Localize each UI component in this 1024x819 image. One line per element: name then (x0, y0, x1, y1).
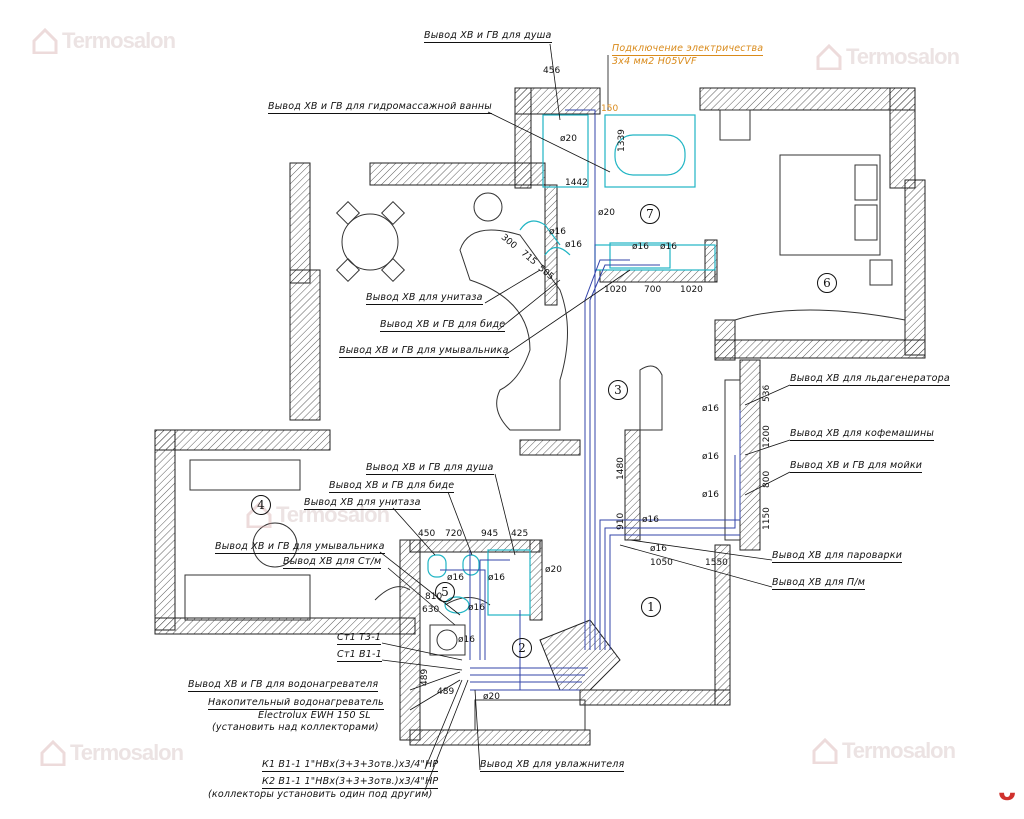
dimension-1550: 1550 (705, 558, 728, 568)
pipe-diameter: ø16 (565, 240, 582, 250)
pipe-diameter: ø20 (483, 692, 500, 702)
pipe-diameter: ø16 (488, 573, 505, 583)
label-water-heater-model: Electrolux EWH 150 SL (258, 710, 371, 721)
dimension-1020-left: 1020 (604, 285, 627, 295)
watermark-text: Termosalon (276, 502, 390, 527)
label-heater-outlet: Вывод ХВ и ГВ для водонагревателя (188, 679, 379, 692)
dimension-425: 425 (511, 529, 529, 539)
watermark-text: Termosalon (846, 44, 960, 69)
dimension-450: 450 (418, 529, 436, 539)
pipes (440, 109, 741, 691)
pipe-diameter: ø16 (458, 635, 475, 645)
label-riser-t3: Ст1 Т3-1 (337, 632, 382, 645)
label-riser-b1: Ст1 В1-1 (337, 649, 382, 662)
label-shower-outlet-low: Вывод ХВ и ГВ для душа (366, 462, 494, 475)
dimension-945: 945 (481, 529, 499, 539)
dimension-630: 630 (422, 605, 440, 615)
dimension-700: 700 (644, 285, 662, 295)
room-number-4: 4 (251, 495, 271, 515)
room-number-7: 7 (640, 204, 660, 224)
dimension-1200: 1200 (762, 425, 772, 448)
label-washer-outlet: Вывод ХВ для Ст/м (283, 556, 382, 569)
label-sink-outlet-low: Вывод ХВ и ГВ для умывальника (215, 541, 385, 554)
house-logo-icon (40, 739, 66, 767)
label-water-heater: Накопительный водонагреватель (208, 697, 384, 710)
dimension-1480: 1480 (616, 457, 626, 480)
walls (154, 87, 926, 746)
dimension-1020-right: 1020 (680, 285, 703, 295)
pipe-diameter: ø16 (642, 515, 659, 525)
pipe-diameter: ø16 (632, 242, 649, 252)
label-jacuzzi-outlet: Вывод ХВ и ГВ для гидромассажной ванны (268, 101, 493, 114)
pipe-diameter: ø16 (447, 573, 464, 583)
watermark-text: Termosalon (62, 28, 176, 53)
pipe-diameter: ø16 (468, 603, 485, 613)
pipe-diameter: ø16 (660, 242, 677, 252)
dimension-489-vertical: 489 (420, 668, 430, 686)
label-manifold-k2: К2 В1-1 1"НВх(3+3+3отв.)х3/4"НР (262, 776, 439, 789)
leader-lines (379, 43, 791, 791)
house-logo-icon (816, 43, 842, 71)
label-bidet-outlet-top: Вывод ХВ и ГВ для биде (380, 319, 506, 332)
watermark-bottom-left: Termosalon (40, 739, 184, 767)
dimension-910: 910 (616, 512, 626, 530)
label-humidifier-outlet: Вывод ХВ для увлажнителя (480, 759, 625, 772)
watermark-top-left: Termosalon (32, 27, 176, 55)
dimension-150: 150 (601, 104, 619, 114)
label-bidet-outlet-low: Вывод ХВ и ГВ для биде (329, 480, 455, 493)
house-logo-icon (812, 737, 838, 765)
electric-label: Подключение электричества (612, 43, 764, 56)
room-number-6: 6 (817, 273, 837, 293)
watermark-center: Termosalon (246, 501, 390, 529)
dimension-456: 456 (543, 66, 561, 76)
watermark-text: Termosalon (70, 740, 184, 765)
room-number-3: 3 (608, 380, 628, 400)
label-dishwasher-outlet: Вывод ХВ для П/м (772, 577, 866, 590)
label-water-heater-note: (установить над коллекторами) (212, 722, 379, 733)
furniture (184, 109, 906, 731)
label-manifold-note: (коллекторы установить один под другим) (208, 789, 433, 800)
pipe-diameter: ø20 (598, 208, 615, 218)
pipe-diameter: ø20 (560, 134, 577, 144)
label-steamer-outlet: Вывод ХВ для пароварки (772, 550, 903, 563)
label-ice-maker-outlet: Вывод ХВ для льдагенератора (790, 373, 950, 386)
room-number-2: 2 (512, 638, 532, 658)
dimension-1339: 1339 (617, 129, 627, 152)
label-sink-outlet-top: Вывод ХВ и ГВ для умывальника (339, 345, 509, 358)
electric-cable-label: 3x4 мм2 H05VVF (612, 56, 697, 67)
label-shower-outlet-top: Вывод ХВ и ГВ для душа (424, 30, 552, 43)
room-number-5: 5 (435, 582, 455, 602)
pipe-diameter: ø16 (702, 404, 719, 414)
dimension-720: 720 (445, 529, 463, 539)
corner-logo-icon: ᴗ (998, 777, 1016, 807)
dimension-489: 489 (437, 687, 455, 697)
label-wc-outlet-low: Вывод ХВ для унитаза (304, 497, 421, 510)
label-coffee-machine-outlet: Вывод ХВ для кофемашины (790, 428, 935, 441)
pipe-diameter: ø16 (549, 227, 566, 237)
watermark-top-right: Termosalon (816, 43, 960, 71)
dimension-810: 810 (425, 592, 443, 602)
label-manifold-k1: К1 В1-1 1"НВх(3+3+3отв.)х3/4"НР (262, 759, 439, 772)
room-number-1: 1 (641, 597, 661, 617)
watermark-text: Termosalon (842, 738, 956, 763)
dimension-800: 800 (762, 470, 772, 488)
pipe-diameter: ø20 (545, 565, 562, 575)
label-kitchen-sink-outlet: Вывод ХВ и ГВ для мойки (790, 460, 923, 473)
pipe-diameter: ø16 (650, 544, 667, 554)
dimension-1442: 1442 (565, 178, 588, 188)
pipe-diameter: ø16 (702, 452, 719, 462)
label-wc-outlet-top: Вывод ХВ для унитаза (366, 292, 483, 305)
dimension-1050: 1050 (650, 558, 673, 568)
watermark-bottom-right: Termosalon (812, 737, 956, 765)
house-logo-icon (32, 27, 58, 55)
dimension-536: 536 (762, 384, 772, 402)
pipe-diameter: ø16 (702, 490, 719, 500)
dimension-1150: 1150 (762, 507, 772, 530)
